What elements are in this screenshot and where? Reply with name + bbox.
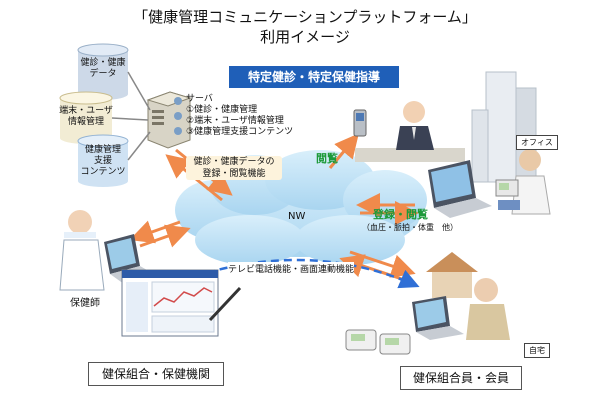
database-health-data-label: 健診・健康 データ [78,58,128,80]
stylus-pen-icon [208,286,242,322]
server-icon [146,91,192,149]
office-view-label: 閲覧 [316,152,338,165]
insurance-association-box: 健保組合・保健機関 [88,362,224,386]
server-item: ③健康管理支援コンテンツ [186,127,294,137]
database-label-line: 支援 [93,156,112,166]
home-tag: 自宅 [524,343,550,358]
measurement-items-label: （血圧・脈拍・体重 他） [362,223,458,232]
diagram-subtitle: 利用イメージ [260,28,350,46]
house-icon [426,252,478,298]
database-label-line: コンテンツ [80,167,126,177]
database-label-line: 健診・健康 [80,58,126,68]
register-view-label: 登録・閲覧 [373,208,428,221]
patient-illustration [498,149,551,215]
database-label-line: データ [89,69,117,79]
data-registration-label: 健診・健康データの 登録・閲覧機能 [186,156,282,180]
network-label: NW [288,211,306,222]
laptop-icon [428,160,492,218]
mobile-phone-icon [353,109,367,137]
elderly-user-illustration [466,278,510,340]
registration-label-line: 登録・閲覧機能 [202,169,266,179]
server-item: ②端末・ユーザ情報管理 [186,116,284,126]
specific-checkup-banner: 特定健診・特定保健指導 [229,66,399,88]
data-flow-arrow [129,133,419,282]
database-label-line: 情報管理 [67,117,104,127]
database-icon [77,134,129,187]
blood-pressure-monitor-icon [495,179,519,197]
nurse-label: 保健師 [70,298,100,309]
diagram-title: 「健康管理コミュニケーションプラットフォーム」 [133,8,477,26]
server-item: ①健診・健康管理 [186,105,258,115]
database-label-line: 健康管理 [84,145,121,155]
nurse-illustration [59,210,105,291]
office-worker-illustration [355,101,465,162]
members-box: 健保組合員・会員 [400,366,522,390]
server-description: サーバ ①健診・健康管理 ②端末・ユーザ情報管理 ③健康管理支援コンテンツ [186,94,293,138]
health-software-screen [121,269,219,337]
database-user-info-label: 端末・ユーザ 情報管理 [58,106,114,128]
home-devices-icon [345,329,411,355]
video-call-label: テレビ電話機能・画面連動機能 [228,262,355,275]
home-laptop-icon [412,296,464,340]
registration-label-line: 健診・健康データの [193,157,275,167]
database-content-label: 健康管理 支援 コンテンツ [78,145,128,178]
office-tag: オフィス [516,135,558,150]
server-label: サーバ [186,94,213,104]
database-icon [77,43,129,100]
database-label-line: 端末・ユーザ [59,106,113,116]
